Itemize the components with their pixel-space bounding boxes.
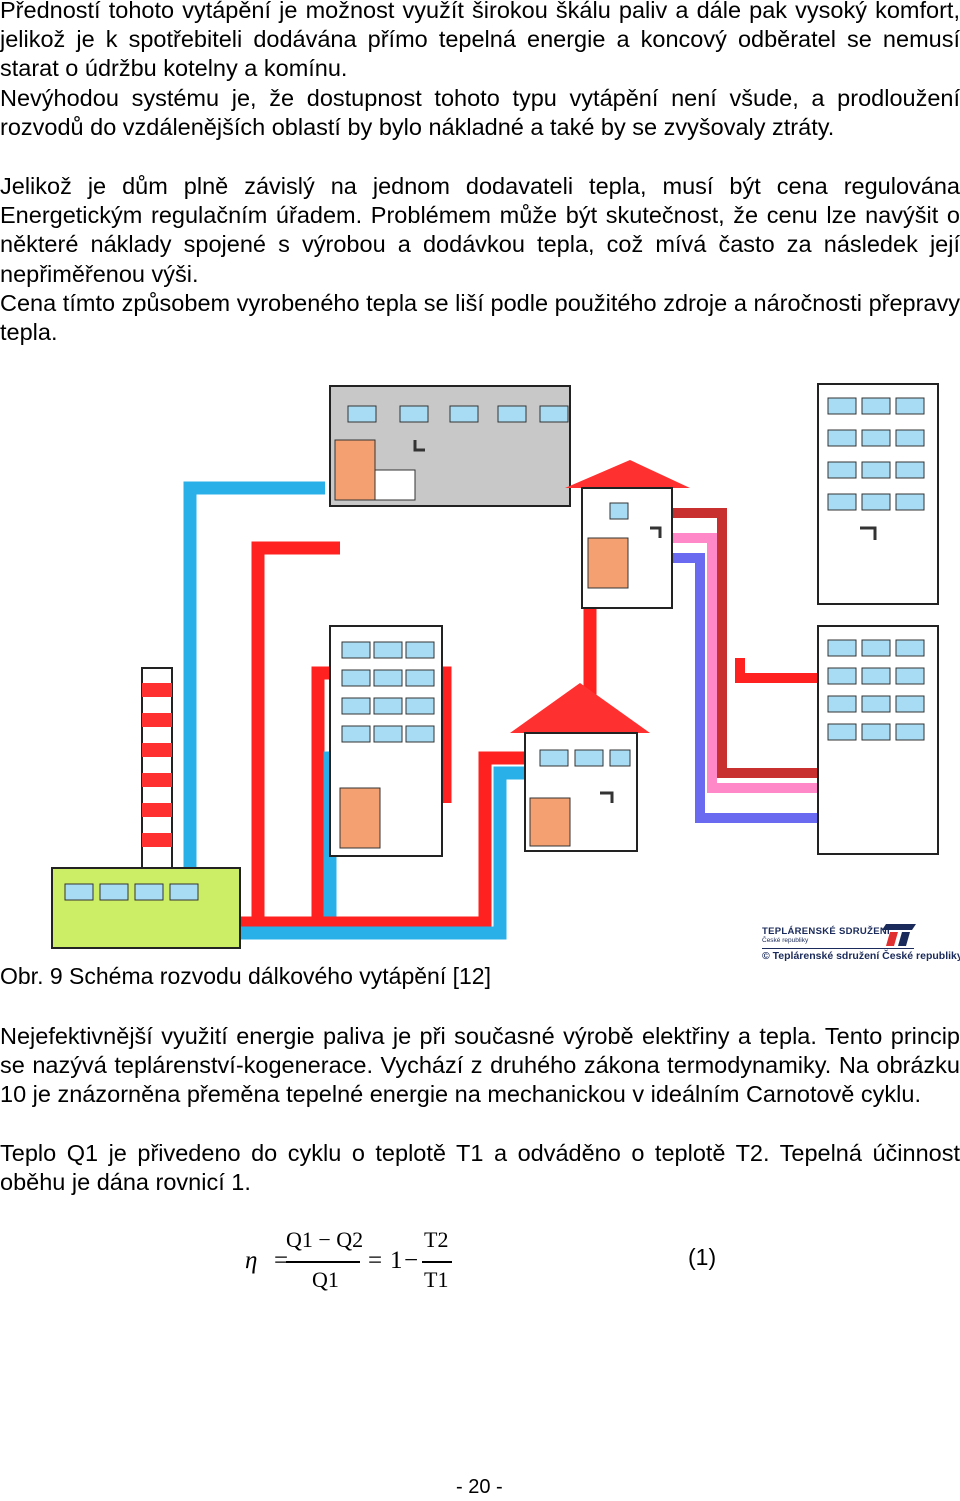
building-middle	[329, 625, 443, 857]
fraction-1-numerator: Q1 − Q2	[286, 1227, 364, 1252]
paragraph-disadvantages: Nevýhodou systému je, že dostupnost toho…	[0, 85, 960, 141]
page-number: - 20 -	[456, 1476, 503, 1498]
supply-pipe	[670, 508, 820, 778]
supply-pipe	[205, 553, 597, 930]
logo-rule	[762, 948, 914, 949]
fraction-2-bar	[422, 1261, 452, 1263]
logo-copyright: © Teplárenské sdružení České republiky	[762, 950, 960, 962]
fraction-1-denominator: Q1	[312, 1267, 339, 1292]
paragraph-cogeneration: Nejefektivnější využití energie paliva j…	[0, 1023, 960, 1108]
paragraph-price-regulation: Jelikož je dům plně závislý na jednom do…	[0, 173, 960, 287]
building-tower	[565, 460, 690, 609]
logo-line-2: České republiky	[762, 937, 809, 944]
teplarenske-sdruzeni-logo: TEPLÁRENSKÉ SDRUŽENÍ České republiky © T…	[762, 922, 960, 966]
fraction-2-denominator: T1	[424, 1267, 449, 1292]
efficiency-equation: η = Q1 − Q2 Q1 = 1 − T2 T1	[240, 1225, 500, 1295]
paragraph-price-source: Cena tímto způsobem vyrobeného tepla se …	[0, 290, 960, 346]
equation-number: (1)	[688, 1244, 717, 1270]
paragraph-heat-cycle: Teplo Q1 je přivedeno do cyklu o teplotě…	[0, 1140, 960, 1196]
paragraph-advantages: Předností tohoto vytápění je možnost vyu…	[0, 0, 960, 82]
heating-plant	[51, 667, 241, 949]
building-tall-right-top	[817, 383, 939, 605]
eta-symbol: η	[245, 1247, 258, 1274]
logo-line-1: TEPLÁRENSKÉ SDRUŽENÍ	[762, 926, 890, 937]
supply-pipe	[672, 533, 820, 793]
equals-sign-2: =	[368, 1247, 383, 1274]
building-right-bottom	[817, 625, 939, 855]
fraction-1-bar	[286, 1261, 360, 1263]
building-house	[510, 683, 650, 852]
figure-caption: Obr. 9 Schéma rozvodu dálkového vytápění…	[0, 963, 491, 989]
pipes	[183, 481, 880, 940]
fraction-2-numerator: T2	[424, 1227, 449, 1252]
district-heating-diagram	[51, 383, 939, 949]
supply-pipe	[251, 541, 340, 923]
equals-sign: =	[274, 1247, 289, 1274]
one: 1	[390, 1247, 403, 1274]
return-pipe	[672, 553, 820, 823]
building-gray	[329, 385, 571, 507]
minus-sign: −	[404, 1247, 419, 1274]
logo-mark-icon	[882, 924, 916, 946]
return-pipe	[183, 481, 325, 928]
